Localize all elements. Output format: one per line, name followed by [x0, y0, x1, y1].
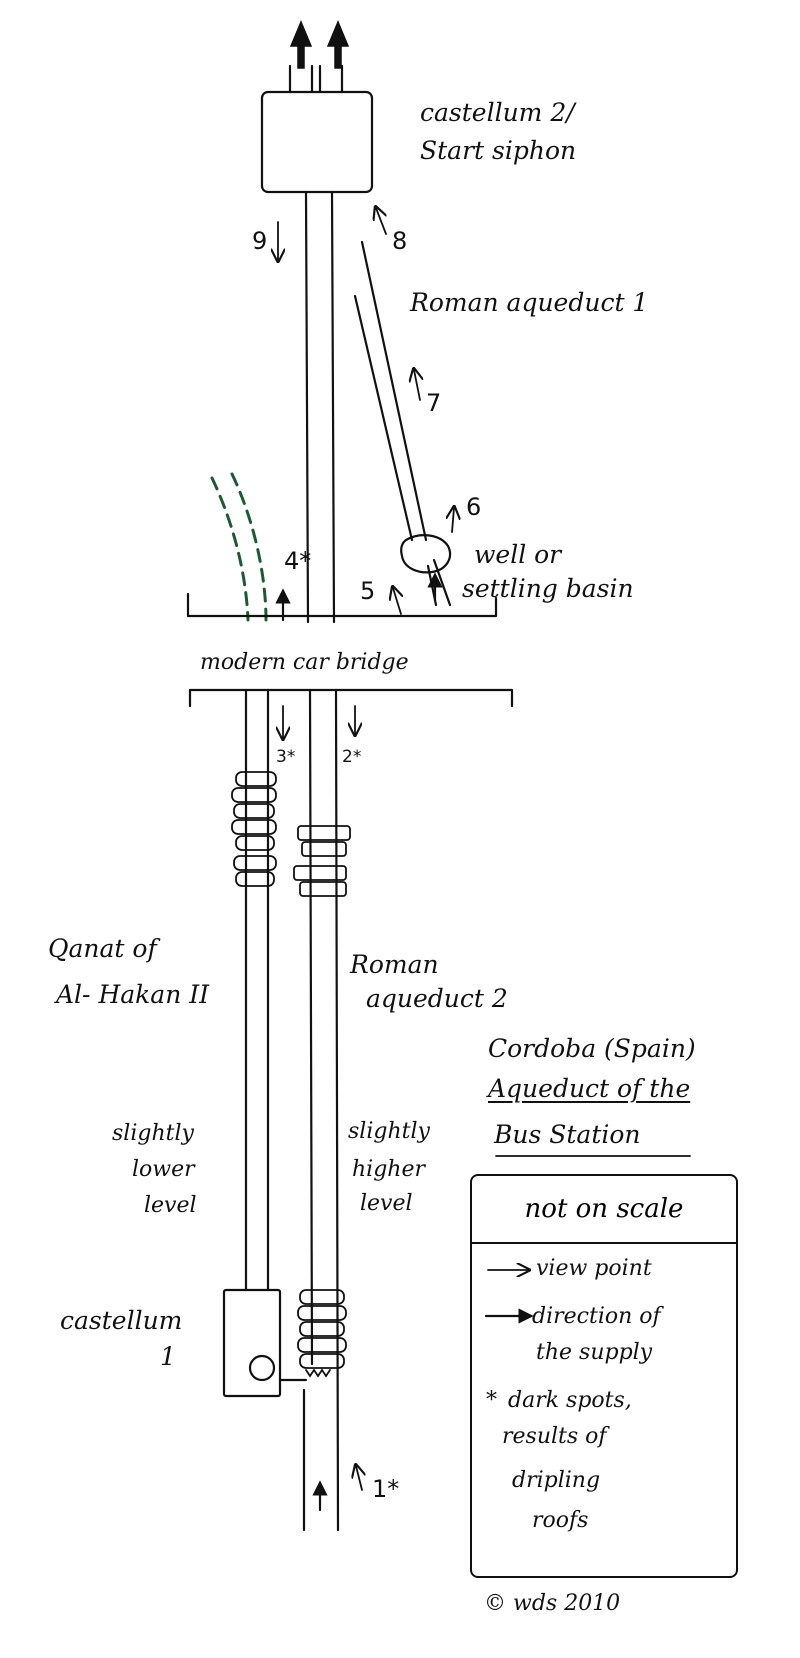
higher-level-label-line3: level — [360, 1191, 413, 1216]
arch-bands-aqueduct-2 — [293, 825, 351, 897]
legend-supply-line2: the supply — [536, 1340, 653, 1365]
viewpoint-3: 3* — [276, 747, 296, 767]
lower-channels — [244, 688, 340, 1532]
roman-aqueduct-1-label: Roman aqueduct 1 — [410, 288, 649, 317]
legend-spots-line1: dark spots, — [508, 1388, 632, 1413]
title-line3: Bus Station — [494, 1120, 641, 1149]
legend-spots-line2: results of — [502, 1424, 607, 1449]
higher-level-label-line2: higher — [352, 1157, 425, 1182]
castellum-2-label-line2: Start siphon — [420, 136, 577, 165]
castellum-2 — [260, 20, 374, 194]
legend-star-symbol: * — [486, 1388, 497, 1413]
lower-level-label-line3: level — [144, 1193, 197, 1218]
viewpoint-5: 5 — [360, 577, 376, 605]
viewpoint-8: 8 — [392, 227, 408, 255]
dashed-traces — [210, 472, 268, 622]
roman-aqueduct-2-label-line1: Roman — [350, 950, 439, 979]
siphon-channel — [304, 190, 336, 624]
title-line1: Cordoba (Spain) — [488, 1034, 696, 1063]
viewpoint-2: 2* — [342, 747, 362, 767]
legend-arrows — [484, 1270, 534, 1324]
well-label-line2: settling basin — [462, 574, 634, 603]
viewpoint-1: 1* — [372, 1475, 400, 1503]
supply-direction-arrows — [275, 572, 443, 1512]
legend-spots-line3: dripling — [512, 1468, 601, 1493]
arch-bands-qanat — [231, 771, 277, 887]
qanat-label-line2: Al- Hakan II — [56, 980, 210, 1009]
viewpoint-arrows — [278, 208, 454, 1491]
viewpoint-6: 6 — [466, 493, 482, 521]
well-label-line1: well or — [474, 540, 562, 569]
viewpoint-7: 7 — [426, 389, 442, 417]
castellum-1-label-line1: castellum — [60, 1306, 183, 1335]
title-line2: Aqueduct of the — [488, 1074, 691, 1103]
legend-title: not on scale — [472, 1176, 736, 1244]
copyright: © wds 2010 — [484, 1591, 621, 1616]
viewpoint-9: 9 — [252, 227, 268, 255]
legend-spots-line4: roofs — [532, 1508, 589, 1533]
car-bridge — [186, 592, 514, 708]
bridge-label: modern car bridge — [200, 650, 409, 675]
arch-bands-lower — [297, 1289, 347, 1378]
qanat-label-line1: Qanat of — [48, 934, 157, 963]
castellum-2-label-line1: castellum 2/ — [420, 98, 575, 127]
legend-supply-line1: direction of — [532, 1304, 661, 1329]
legend: not on scale view point direction of the… — [470, 1174, 738, 1578]
roman-aqueduct-2-label-line2: aqueduct 2 — [366, 984, 508, 1013]
lower-level-label-line1: slightly — [112, 1121, 194, 1146]
lower-level-label-line2: lower — [132, 1157, 195, 1182]
higher-level-label-line1: slightly — [348, 1119, 430, 1144]
legend-viewpoint: view point — [536, 1256, 652, 1281]
settling-basin-icon — [400, 534, 452, 574]
castellum-1-label-line2: 1 — [160, 1342, 176, 1371]
castellum-1 — [222, 1288, 282, 1398]
viewpoint-4: 4* — [284, 547, 312, 575]
